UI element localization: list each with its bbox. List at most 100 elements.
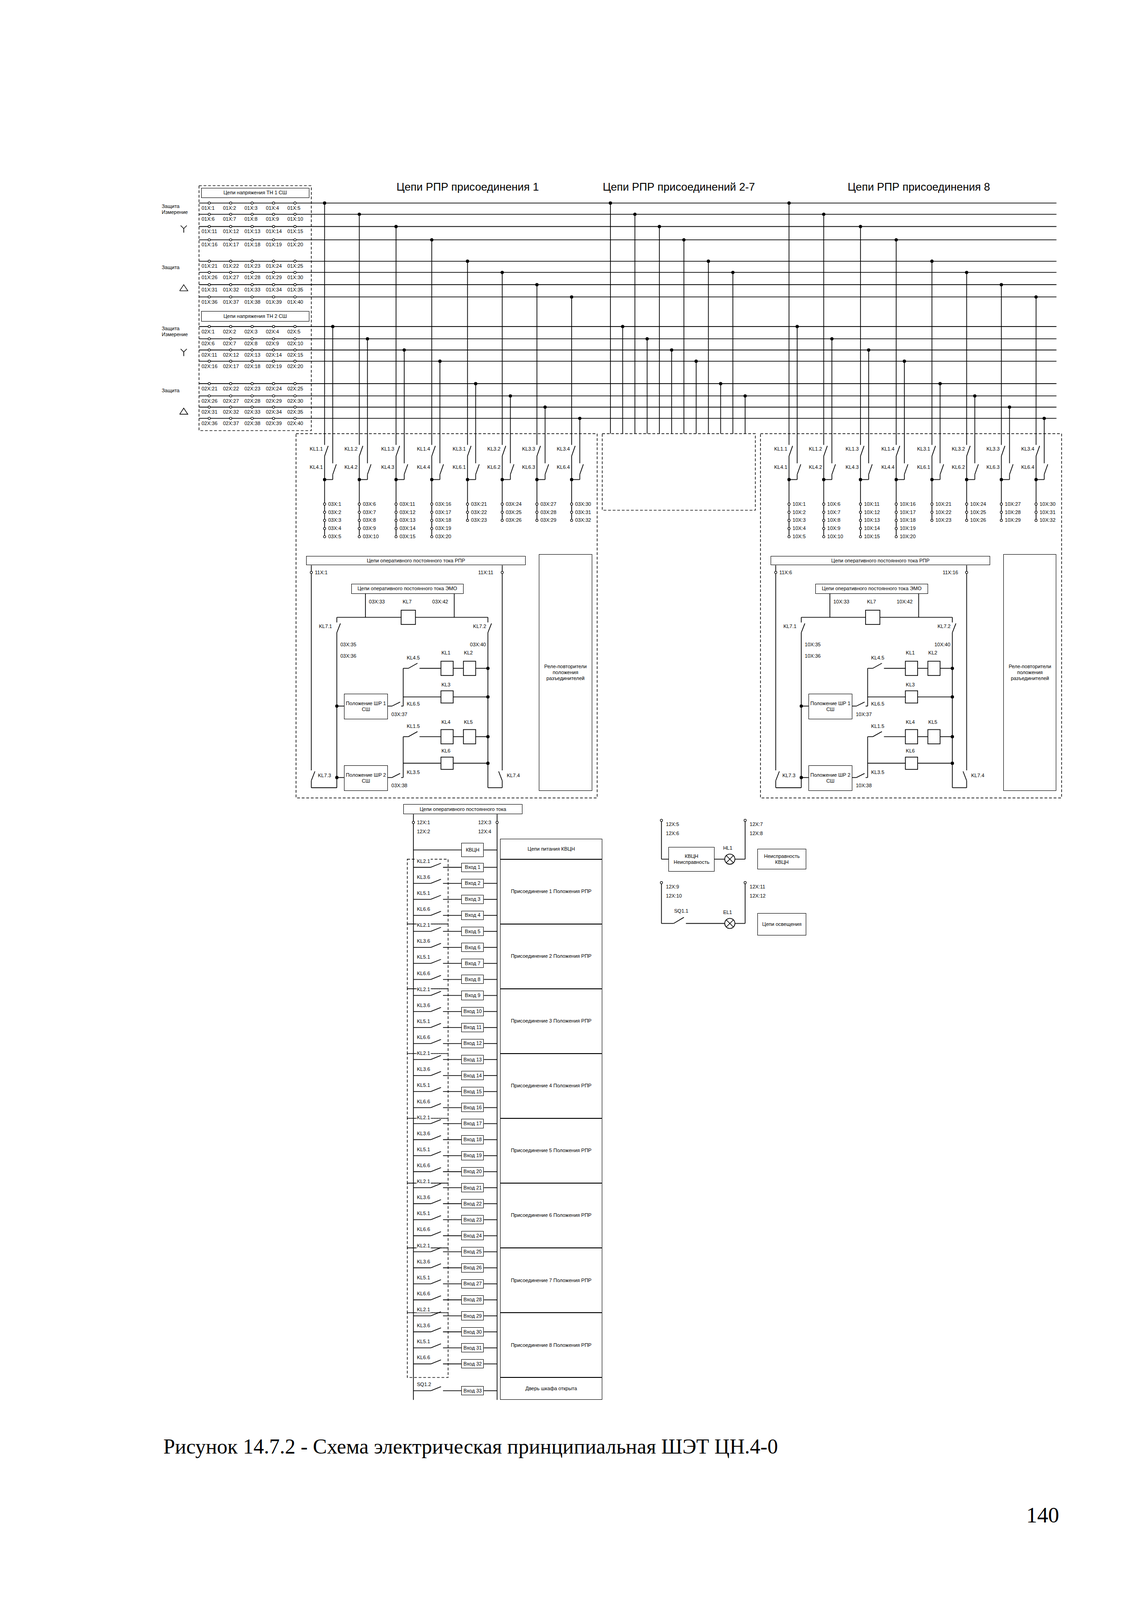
terminal: [208, 349, 211, 352]
terminal-label: 10X:14: [863, 525, 881, 532]
wire: [483, 1203, 497, 1205]
wire: [744, 396, 746, 434]
wire: [483, 1251, 497, 1253]
wire: [403, 736, 409, 738]
wire: [483, 915, 497, 917]
wire: [475, 474, 477, 480]
wire: [1035, 297, 1037, 445]
terminal: [787, 519, 791, 522]
wire: [443, 979, 462, 981]
table-cell: Присоединение 7 Положения РПР: [500, 1248, 603, 1314]
input-box: Вход 24: [461, 1231, 484, 1241]
wire: [403, 474, 405, 480]
contact-label: KL1.1: [773, 446, 788, 453]
terminal: [466, 519, 469, 522]
contact-blade: [430, 1071, 441, 1076]
node-text: Цепи оперативного постоянного тока РПР: [366, 558, 465, 564]
terminal: [744, 881, 747, 885]
contact-blade: [430, 1184, 441, 1189]
circuit-label: 10X:35: [804, 641, 822, 648]
junction-dot: [1034, 478, 1038, 481]
terminal: [859, 535, 862, 538]
terminal-label: 02X:16: [201, 363, 219, 370]
junction-dot: [787, 478, 791, 481]
terminal-label: 12X:9: [665, 884, 680, 891]
node-text: Вход 14: [463, 1073, 482, 1080]
terminal: [229, 395, 232, 398]
terminal-label: 02X:26: [201, 398, 219, 405]
contact-blade: [430, 975, 441, 980]
circuit-label: 11X:16: [942, 569, 959, 576]
wire: [823, 456, 825, 538]
terminal-label: 03X:3: [327, 517, 342, 524]
wire: [483, 963, 497, 965]
node-text: Вход 18: [463, 1137, 482, 1143]
node-text: КВЦН: [684, 853, 699, 860]
terminal: [293, 225, 297, 228]
terminal: [293, 283, 297, 287]
terminal-label: 03X:12: [399, 509, 417, 516]
node-text: Неисправность: [673, 859, 710, 866]
wire: [867, 763, 906, 765]
wire: [510, 396, 512, 464]
terminal-label: 03X:2: [327, 509, 342, 516]
junction-dot: [486, 761, 490, 765]
terminal: [272, 359, 275, 363]
terminal: [293, 417, 297, 420]
contact-label: KL6.6: [416, 906, 431, 913]
terminal-label: 01X:9: [265, 216, 280, 223]
bus-bar: Цепи оперативного постоянного тока ЭМО: [815, 584, 928, 595]
wire: [695, 361, 697, 434]
terminal-label: 12X:12: [749, 893, 767, 900]
terminal-label: 02X:40: [286, 420, 304, 427]
terminal-label: 10X:30: [1038, 501, 1056, 508]
side-note: Защита: [161, 387, 194, 394]
terminal-label: 01X:22: [222, 263, 240, 270]
input-box: Вход 16: [461, 1103, 484, 1113]
wire: [443, 1027, 462, 1029]
device-box: Неисправность КВЦН: [757, 849, 807, 870]
input-box: Вход 14: [461, 1071, 484, 1081]
terminal: [272, 213, 275, 216]
wire: [483, 867, 497, 869]
contact-blade: [1009, 464, 1014, 475]
wire: [917, 736, 928, 738]
contact-blade: [430, 1136, 441, 1141]
wire: [1009, 474, 1011, 480]
terminal-label: 03X:30: [574, 501, 592, 508]
circuit-label: 03X:37: [391, 711, 408, 718]
contact-blade: [1001, 446, 1006, 457]
node-text: Вход 3: [464, 896, 481, 903]
wire: [939, 383, 941, 464]
contact-label: KL2.1: [416, 1178, 431, 1185]
terminal: [293, 349, 297, 352]
terminal-label: 03X:11: [399, 501, 416, 508]
terminal-label: 10X:4: [792, 525, 807, 532]
terminal-label: 12X:6: [665, 830, 680, 837]
contact-blade: [430, 1387, 441, 1392]
contact-label: KL4.3: [380, 464, 395, 471]
terminal: [500, 519, 504, 522]
wire: [685, 923, 725, 925]
terminal-label: 02X:15: [286, 352, 304, 359]
contact-blade: [788, 446, 793, 457]
contact-label: KL5.1: [416, 954, 431, 961]
contact-blade: [1044, 464, 1049, 475]
terminal-label: 02X:27: [222, 398, 240, 405]
wire: [865, 777, 868, 779]
wire: [483, 850, 497, 851]
node-text: Вход 30: [463, 1329, 482, 1336]
terminal-label: 02X:20: [286, 363, 304, 370]
node-text: Вход 23: [463, 1217, 482, 1224]
contact-label: KL1.4: [881, 446, 896, 453]
contact-label: KL3.6: [416, 1194, 431, 1201]
contact-blade: [404, 464, 408, 475]
contact-blade: [775, 771, 780, 781]
terminal-label: 02X:36: [201, 420, 219, 427]
circuit-label: KL3.5: [406, 769, 421, 776]
terminal: [229, 349, 232, 352]
input-box: Вход 2: [461, 879, 484, 889]
wire: [974, 474, 976, 480]
terminal-label: 03X:22: [470, 509, 488, 516]
terminal: [1000, 511, 1003, 514]
